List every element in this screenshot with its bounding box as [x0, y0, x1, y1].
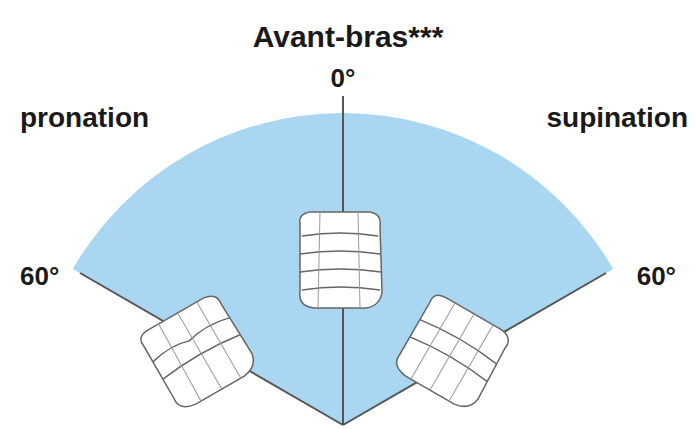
angle-label: 60° [637, 262, 676, 291]
diagram-title: Avant-bras*** [253, 20, 444, 53]
fist-pronation [138, 291, 260, 412]
direction-label: pronation [20, 103, 149, 134]
fist-neutral [300, 212, 382, 308]
angle-label: 60° [20, 262, 59, 291]
direction-label: supination [546, 103, 688, 134]
supination-axis [343, 273, 606, 425]
fist-supination [392, 292, 514, 413]
angle-label: 0° [331, 64, 356, 93]
